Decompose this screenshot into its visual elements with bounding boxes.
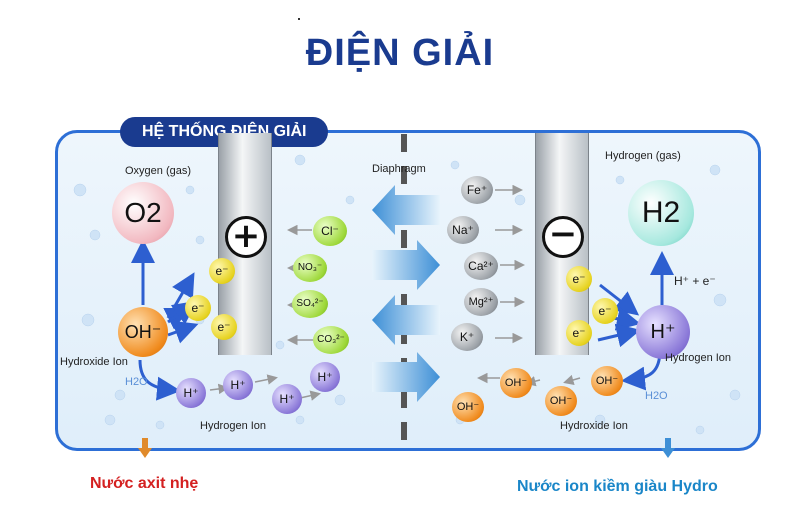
decorative-dot — [298, 18, 300, 20]
anion-sulfate: SO₄²⁻ — [292, 290, 328, 318]
hydroxide-big-left: OH⁻ — [118, 307, 168, 357]
hydrogen-ion-label-left: Hydrogen Ion — [200, 420, 267, 432]
cathode-minus-sign: − — [542, 216, 584, 258]
reaction-arrows — [131, 239, 674, 348]
flow-arrow-left-2 — [372, 295, 440, 345]
cation-sodium: Na⁺ — [447, 216, 479, 244]
hydrogen-big-right: H⁺ — [636, 305, 690, 359]
diaphragm-label: Diaphragm — [372, 163, 426, 175]
hydrogen-gas-label: Hydrogen (gas) — [605, 150, 681, 162]
hydroxide-ion-1: OH⁻ — [500, 368, 532, 398]
hydroxide-ion-2: OH⁻ — [452, 392, 484, 422]
o2-molecule: O2 — [112, 182, 174, 244]
acidic-water-label: Nước axit nhẹ — [90, 475, 199, 492]
hydrogen-ion-3: H⁺ — [272, 384, 302, 414]
flow-arrow-left-1 — [372, 185, 440, 235]
anion-carbonate: CO₃²⁻ — [313, 326, 349, 354]
cation-magnesium: Mg²⁺ — [464, 288, 498, 316]
electron-left-2: e⁻ — [185, 295, 211, 321]
hydrogen-ion-2: H⁺ — [223, 370, 253, 400]
electron-right-2: e⁻ — [592, 298, 618, 324]
oxygen-gas-label: Oxygen (gas) — [125, 165, 192, 177]
flow-arrow-right-2 — [372, 352, 440, 402]
cation-potassium: K⁺ — [451, 323, 483, 351]
cation-iron: Fe⁺ — [461, 176, 493, 204]
h2o-label-right: H2O — [645, 390, 668, 402]
anion-nitrate: NO₃⁻ — [293, 254, 327, 282]
electron-right-3: e⁻ — [566, 320, 592, 346]
hydrogen-ion-1: H⁺ — [176, 378, 206, 408]
hydrogen-ion-label-right: Hydrogen Ion — [665, 352, 732, 364]
bubbles — [73, 154, 741, 435]
electron-right-1: e⁻ — [566, 266, 592, 292]
alkaline-water-label: Nước ion kiềm giàu Hydro — [517, 478, 718, 495]
cation-calcium: Ca²⁺ — [464, 252, 498, 280]
h2-molecule: H2 — [628, 180, 694, 246]
h-plus-electron-pair: H⁺ + e⁻ — [674, 274, 716, 288]
page-title: ĐIỆN GIẢI — [305, 32, 495, 74]
electron-left-1: e⁻ — [209, 258, 235, 284]
hydroxide-ion-label-left: Hydroxide Ion — [60, 356, 128, 368]
diaphragm-line — [401, 134, 407, 440]
hydrogen-ion-4: H⁺ — [310, 362, 340, 392]
anode-plus-sign: + — [225, 216, 267, 258]
h2o-label-left: H2O — [125, 376, 148, 388]
anion-chloride: Cl⁻ — [313, 216, 347, 246]
hydroxide-ion-3: OH⁻ — [545, 386, 577, 416]
flow-arrow-right-1 — [372, 240, 440, 290]
electron-left-3: e⁻ — [211, 314, 237, 340]
hydroxide-ion-label-right: Hydroxide Ion — [560, 420, 628, 432]
hydroxide-ion-4: OH⁻ — [591, 366, 623, 396]
